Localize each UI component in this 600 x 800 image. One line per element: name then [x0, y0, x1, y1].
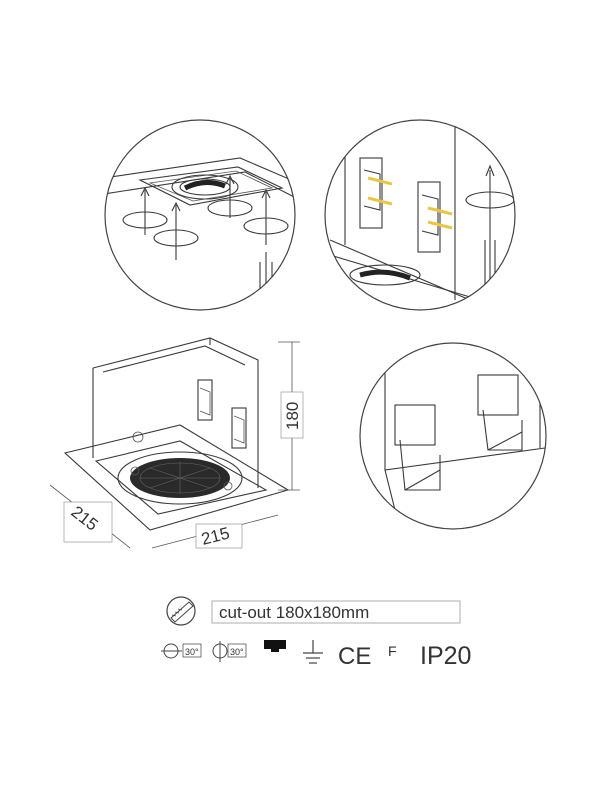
- driver-block-icon: [264, 640, 286, 652]
- main-product-drawing: 180 215 215: [49, 337, 304, 549]
- rotation-value: 30°: [230, 647, 244, 657]
- ground-symbol-icon: [303, 640, 323, 664]
- ip-rating: IP20: [420, 642, 471, 670]
- detail-circle-screw-adjust: [104, 119, 296, 311]
- horizontal-rotation-icon: 30°: [212, 641, 247, 662]
- f-mark: F: [388, 643, 397, 659]
- ce-mark: CE: [338, 643, 371, 670]
- detail-circle-clip-adjust: [324, 119, 516, 311]
- tilt-value: 30°: [185, 647, 199, 657]
- cutout-row: cut-out 180x180mm: [166, 596, 461, 626]
- tilt-rotation-icon: 30°: [161, 643, 202, 659]
- cutout-text: cut-out 180x180mm: [219, 603, 369, 622]
- height-dimension: 180: [283, 402, 302, 430]
- saw-icon: [166, 596, 196, 626]
- symbols-row: 30° 30° CE F IP20: [161, 640, 471, 670]
- detail-circle-spring-clip: [359, 342, 547, 530]
